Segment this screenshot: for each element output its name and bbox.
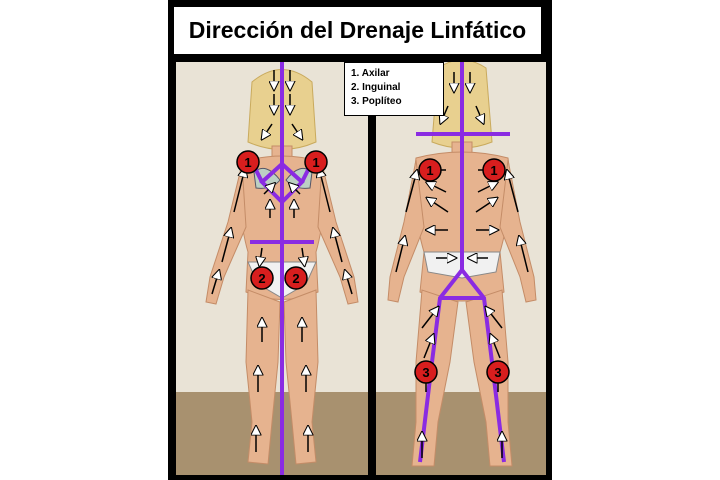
front-node-axillary-left: 1 (236, 150, 260, 174)
floor-background (376, 392, 546, 475)
back-node-label: 3 (494, 365, 501, 380)
back-view-panel: 1 1 3 3 (376, 62, 546, 475)
front-view-panel: 1 1 2 2 (176, 62, 368, 475)
title-banner: Dirección del Drenaje Linfático (174, 7, 541, 54)
back-node-popliteal-left: 3 (414, 360, 438, 384)
front-lymph-nodes: 1 1 2 2 (236, 150, 328, 290)
back-node-label: 3 (422, 365, 429, 380)
diagram-title: Dirección del Drenaje Linfático (188, 17, 527, 43)
front-drainage-lines (250, 62, 314, 475)
front-node-label: 1 (244, 155, 251, 170)
front-flow-arrows (211, 70, 353, 452)
front-view-illustration: 1 1 2 2 (176, 62, 368, 475)
front-node-inguinal-left: 2 (250, 266, 274, 290)
back-lymph-nodes: 1 1 3 3 (414, 158, 510, 384)
back-node-popliteal-right: 3 (486, 360, 510, 384)
back-node-label: 1 (490, 163, 497, 178)
back-node-label: 1 (426, 163, 433, 178)
back-drainage-lines (416, 62, 510, 463)
front-node-label: 2 (258, 271, 265, 286)
legend-item-popliteal: 3. Poplíteo (351, 96, 402, 107)
front-node-label: 2 (292, 271, 299, 286)
back-node-axillary-right: 1 (482, 158, 506, 182)
legend-box: 1. Axilar 2. Inguinal 3. Poplíteo (344, 62, 444, 116)
front-node-inguinal-right: 2 (284, 266, 308, 290)
back-node-axillary-left: 1 (418, 158, 442, 182)
legend-item-axillary: 1. Axilar (351, 68, 390, 79)
legend-item-inguinal: 2. Inguinal (351, 82, 401, 93)
front-node-axillary-right: 1 (304, 150, 328, 174)
back-view-illustration: 1 1 3 3 (376, 62, 546, 475)
front-node-label: 1 (312, 155, 319, 170)
